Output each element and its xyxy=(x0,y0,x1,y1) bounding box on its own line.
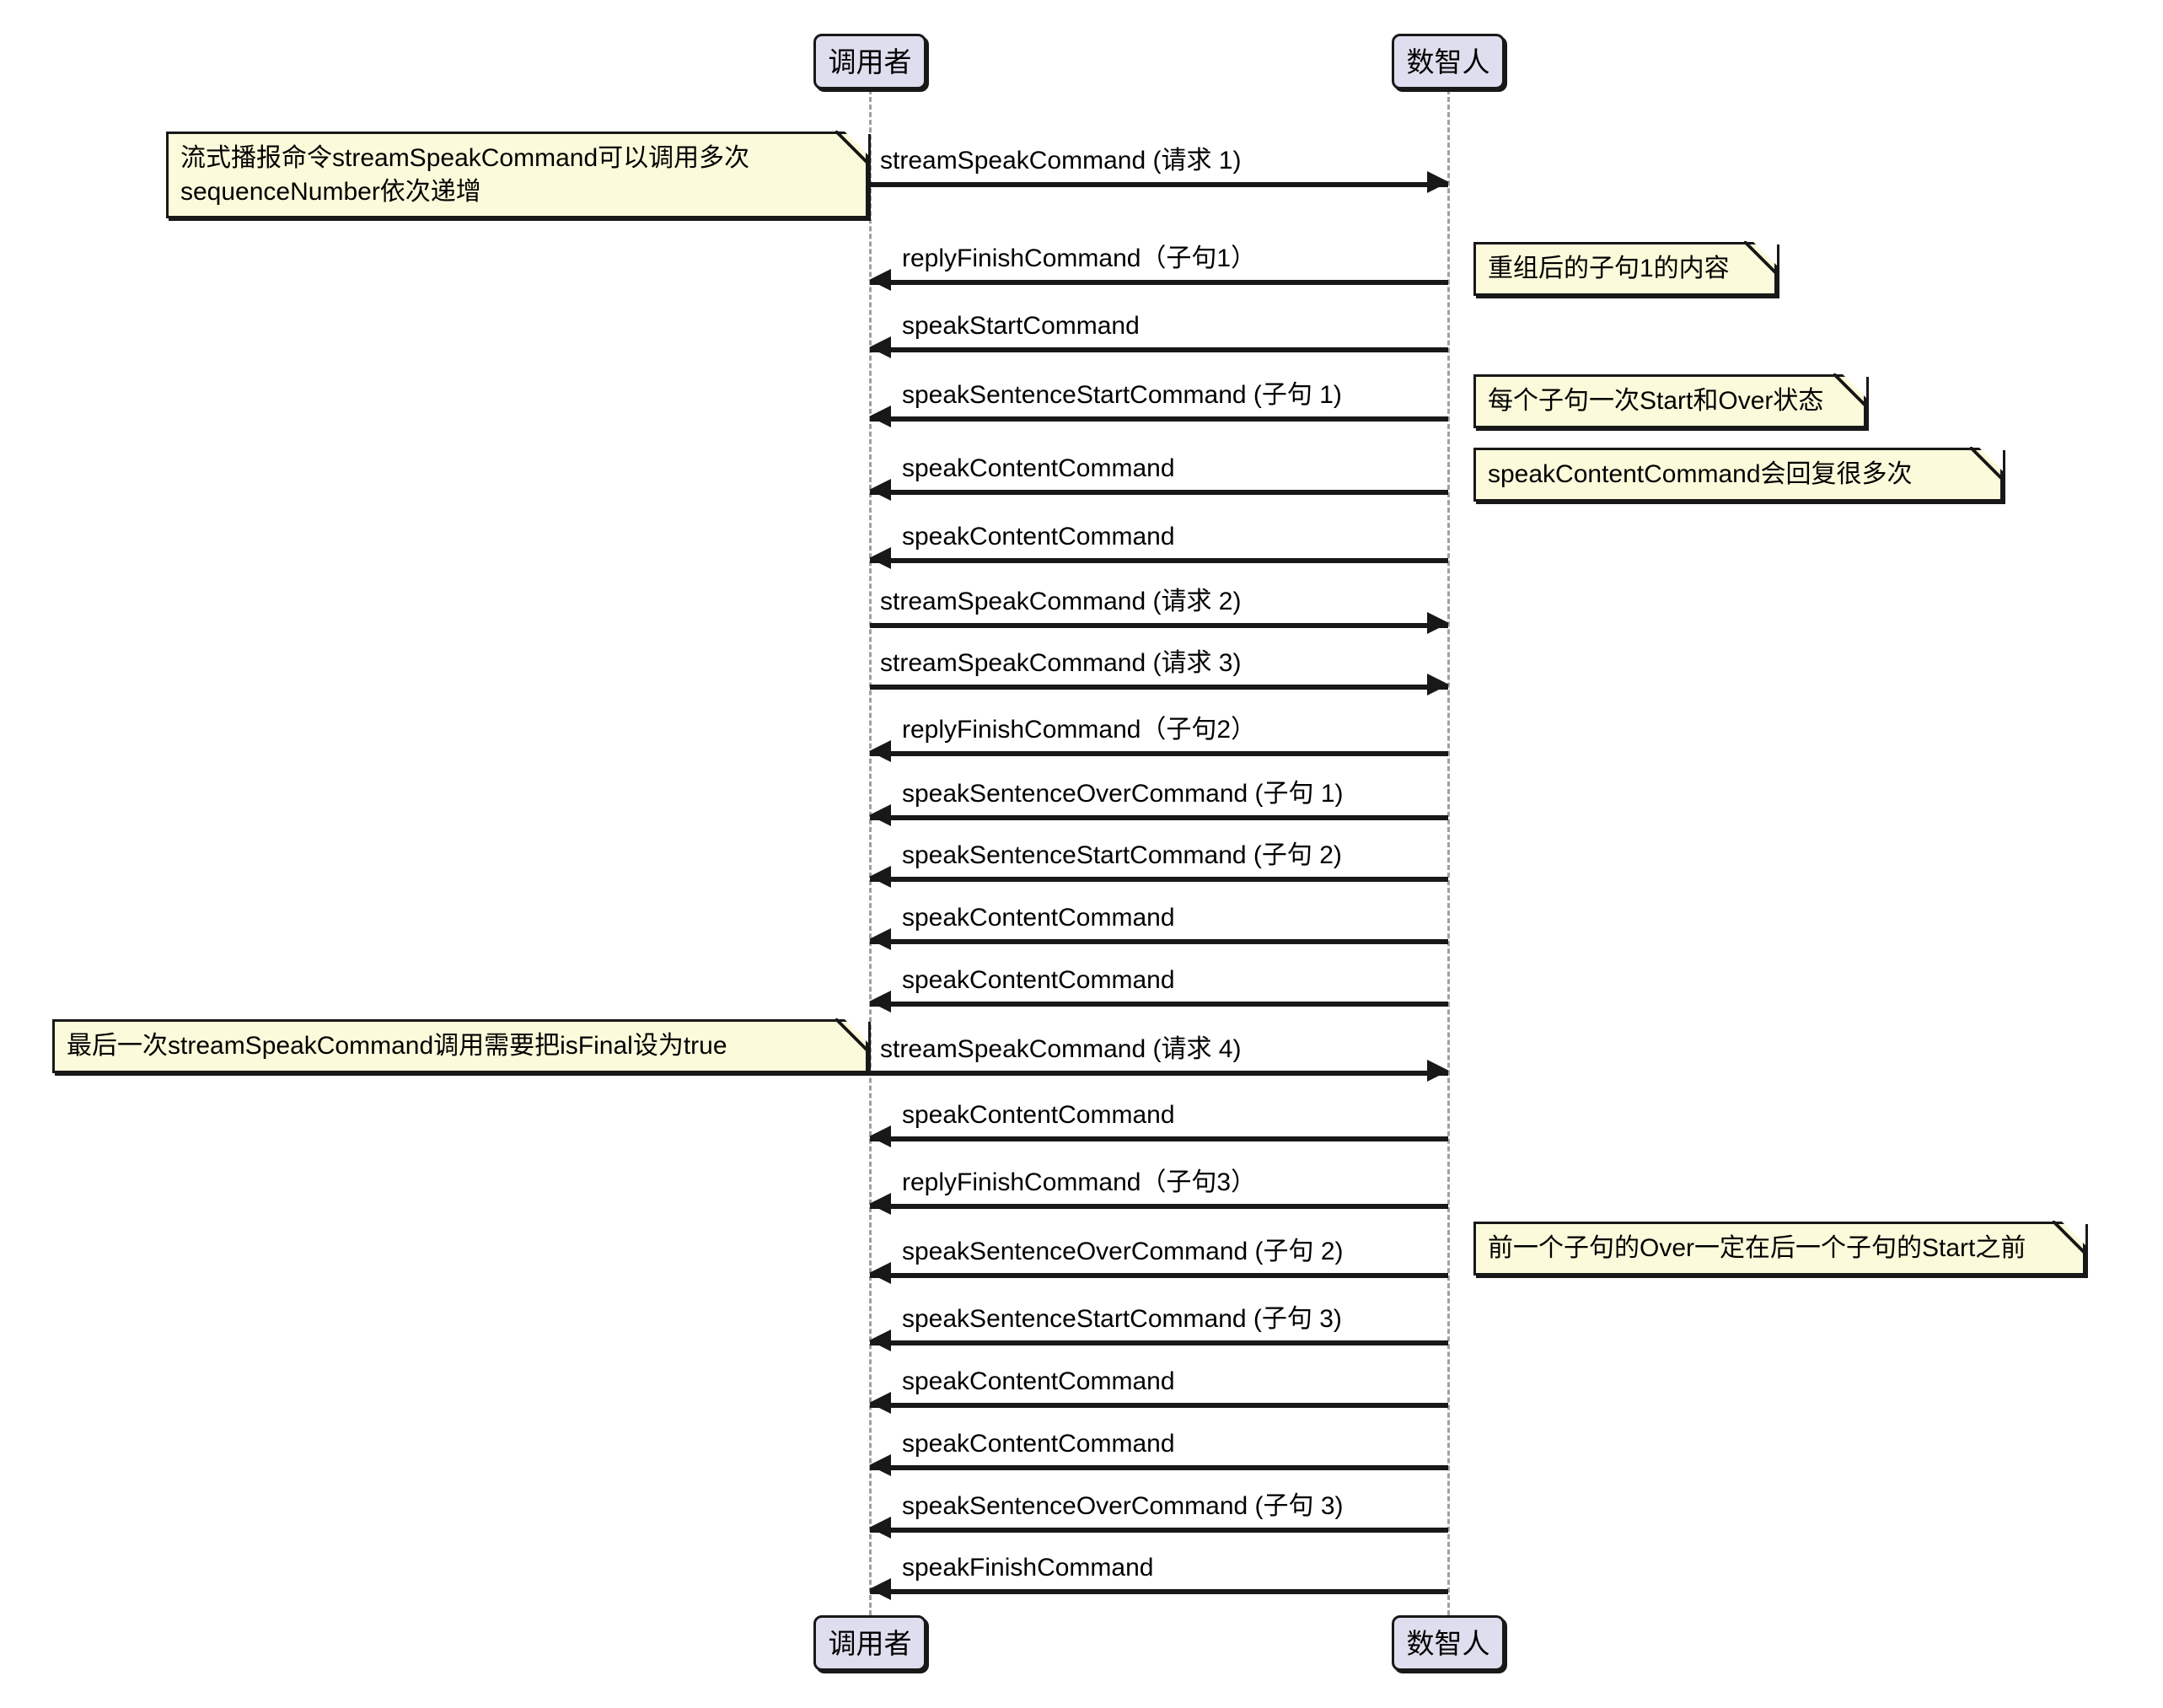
arrowhead-icon xyxy=(869,1193,891,1215)
message-label: speakContentCommand xyxy=(902,1430,1175,1458)
message-line xyxy=(870,558,1448,563)
arrowhead-icon xyxy=(869,406,891,427)
arrowhead-icon xyxy=(869,269,891,291)
arrowhead-icon xyxy=(869,740,891,762)
message-line xyxy=(870,1589,1448,1594)
message-line xyxy=(870,1465,1448,1470)
arrowhead-icon xyxy=(869,991,891,1012)
note-start-over-each: 每个子句一次Start和Over状态 xyxy=(1473,373,1867,428)
arrowhead-icon xyxy=(869,1517,891,1539)
note-isfinal-true: 最后一次streamSpeakCommand调用需要把isFinal设为true xyxy=(52,1018,869,1073)
arrowhead-icon xyxy=(869,866,891,888)
arrowhead-icon xyxy=(869,1329,891,1351)
participant-avatar-top[interactable]: 数智人 xyxy=(1392,34,1505,89)
message-label: speakSentenceOverCommand (子句 3) xyxy=(902,1492,1344,1520)
message-label: speakSentenceOverCommand (子句 2) xyxy=(902,1238,1344,1265)
message-label: speakSentenceOverCommand (子句 1) xyxy=(902,780,1344,808)
message-line xyxy=(870,939,1448,944)
message-label: speakContentCommand xyxy=(902,966,1175,994)
arrowhead-icon xyxy=(869,1392,891,1414)
message-line xyxy=(870,751,1448,756)
note-over-before-start: 前一个子句的Over一定在后一个子句的Start之前 xyxy=(1473,1221,2086,1276)
message-line xyxy=(870,416,1448,422)
participant-label: 调用者 xyxy=(828,46,912,78)
message-label: replyFinishCommand（子句1） xyxy=(902,244,1257,272)
note-text: speakContentCommand会回复很多次 xyxy=(1488,460,1913,488)
arrowhead-icon xyxy=(869,928,891,950)
participant-caller-bottom[interactable]: 调用者 xyxy=(813,1615,926,1671)
message-line xyxy=(870,623,1448,628)
message-label: streamSpeakCommand (请求 1) xyxy=(880,147,1242,175)
message-line xyxy=(870,280,1448,285)
message-line xyxy=(870,1528,1448,1533)
message-line xyxy=(870,1340,1448,1345)
note-text: 每个子句一次Start和Over状态 xyxy=(1488,387,1824,415)
arrowhead-icon xyxy=(869,547,891,569)
arrowhead-icon xyxy=(1427,171,1449,193)
message-label: streamSpeakCommand (请求 4) xyxy=(880,1035,1242,1063)
note-text: 前一个子句的Over一定在后一个子句的Start之前 xyxy=(1488,1234,2026,1262)
participant-label: 数智人 xyxy=(1406,1627,1490,1659)
message-line xyxy=(870,877,1448,882)
message-label: speakSentenceStartCommand (子句 1) xyxy=(902,381,1342,409)
arrowhead-icon xyxy=(869,336,891,358)
arrowhead-icon xyxy=(1427,674,1449,696)
message-line xyxy=(870,685,1448,690)
message-label: speakContentCommand xyxy=(902,1367,1175,1395)
message-line xyxy=(870,347,1448,352)
participant-avatar-bottom[interactable]: 数智人 xyxy=(1392,1615,1505,1671)
message-label: speakContentCommand xyxy=(902,523,1175,551)
message-label: speakStartCommand xyxy=(902,312,1140,340)
arrowhead-icon xyxy=(1427,612,1449,634)
arrowhead-icon xyxy=(869,1578,891,1600)
lifeline-avatar xyxy=(1447,89,1450,1615)
message-label: replyFinishCommand（子句2） xyxy=(902,716,1257,744)
message-line xyxy=(870,182,1448,187)
participant-label: 调用者 xyxy=(828,1627,912,1659)
arrowhead-icon xyxy=(869,1262,891,1284)
message-line xyxy=(870,1204,1448,1209)
message-line xyxy=(870,1273,1448,1278)
message-label: streamSpeakCommand (请求 3) xyxy=(880,649,1242,677)
note-text: 重组后的子句1的内容 xyxy=(1488,255,1730,282)
participant-label: 数智人 xyxy=(1406,46,1490,78)
message-label: replyFinishCommand（子句3） xyxy=(902,1168,1257,1196)
message-line xyxy=(870,815,1448,820)
message-label: speakFinishCommand xyxy=(902,1554,1154,1582)
arrowhead-icon xyxy=(869,1454,891,1476)
message-label: speakContentCommand xyxy=(902,904,1175,932)
arrowhead-icon xyxy=(869,804,891,826)
message-label: speakSentenceStartCommand (子句 3) xyxy=(902,1305,1342,1333)
arrowhead-icon xyxy=(869,479,891,501)
message-line xyxy=(870,1403,1448,1408)
note-content-many: speakContentCommand会回复很多次 xyxy=(1473,447,2004,502)
message-line xyxy=(870,1136,1448,1141)
arrowhead-icon xyxy=(869,1125,891,1147)
message-line xyxy=(870,1071,1448,1076)
arrowhead-icon xyxy=(1427,1060,1449,1082)
note-sentence1-content: 重组后的子句1的内容 xyxy=(1473,241,1778,296)
lifeline-caller xyxy=(869,89,872,1615)
message-label: streamSpeakCommand (请求 2) xyxy=(880,588,1242,615)
note-text: 流式播报命令streamSpeakCommand可以调用多次 sequenceN… xyxy=(180,144,750,206)
message-label: speakContentCommand xyxy=(902,454,1175,482)
message-line xyxy=(870,490,1448,495)
note-text: 最后一次streamSpeakCommand调用需要把isFinal设为true xyxy=(67,1032,727,1060)
message-label: speakContentCommand xyxy=(902,1101,1175,1129)
note-stream-multi: 流式播报命令streamSpeakCommand可以调用多次 sequenceN… xyxy=(166,130,869,219)
participant-caller-top[interactable]: 调用者 xyxy=(813,34,926,89)
message-label: speakSentenceStartCommand (子句 2) xyxy=(902,841,1342,869)
message-line xyxy=(870,1002,1448,1007)
